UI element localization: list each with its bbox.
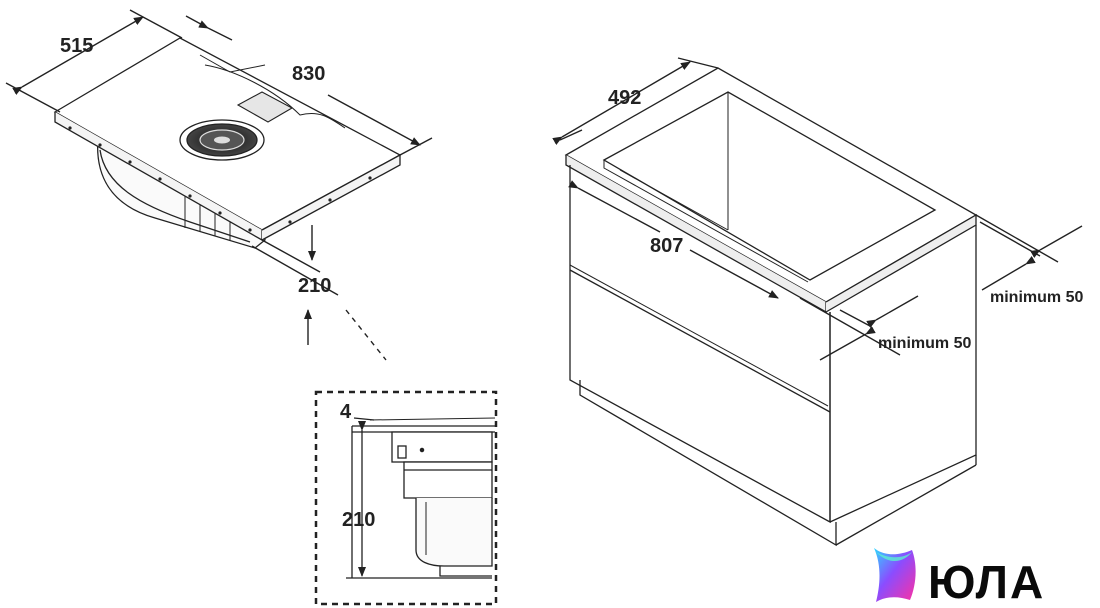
- detail-view: [314, 390, 498, 606]
- cabinet-dimensions: [552, 57, 1083, 361]
- hob-drawing: [53, 37, 402, 249]
- cabinet-drawing: [564, 67, 978, 547]
- cabinet-cutout-label: 807: [650, 235, 683, 257]
- hob-dimensions: [5, 9, 433, 361]
- hob-width-label: 515: [60, 35, 93, 57]
- detail-height-label: 210: [342, 509, 375, 531]
- detail-thickness-label: 4: [340, 401, 352, 423]
- brand-name: ЮЛА: [928, 556, 1045, 608]
- clearance-side-label: minimum 50: [990, 289, 1083, 306]
- hob-height-label: 210: [298, 275, 331, 297]
- cabinet-depth-label: 492: [608, 87, 641, 109]
- brand-logo: ЮЛА: [874, 548, 1045, 608]
- clearance-front-label: minimum 50: [878, 335, 971, 352]
- hob-length-label: 830: [292, 63, 325, 85]
- brand-logo-icon: [874, 548, 916, 602]
